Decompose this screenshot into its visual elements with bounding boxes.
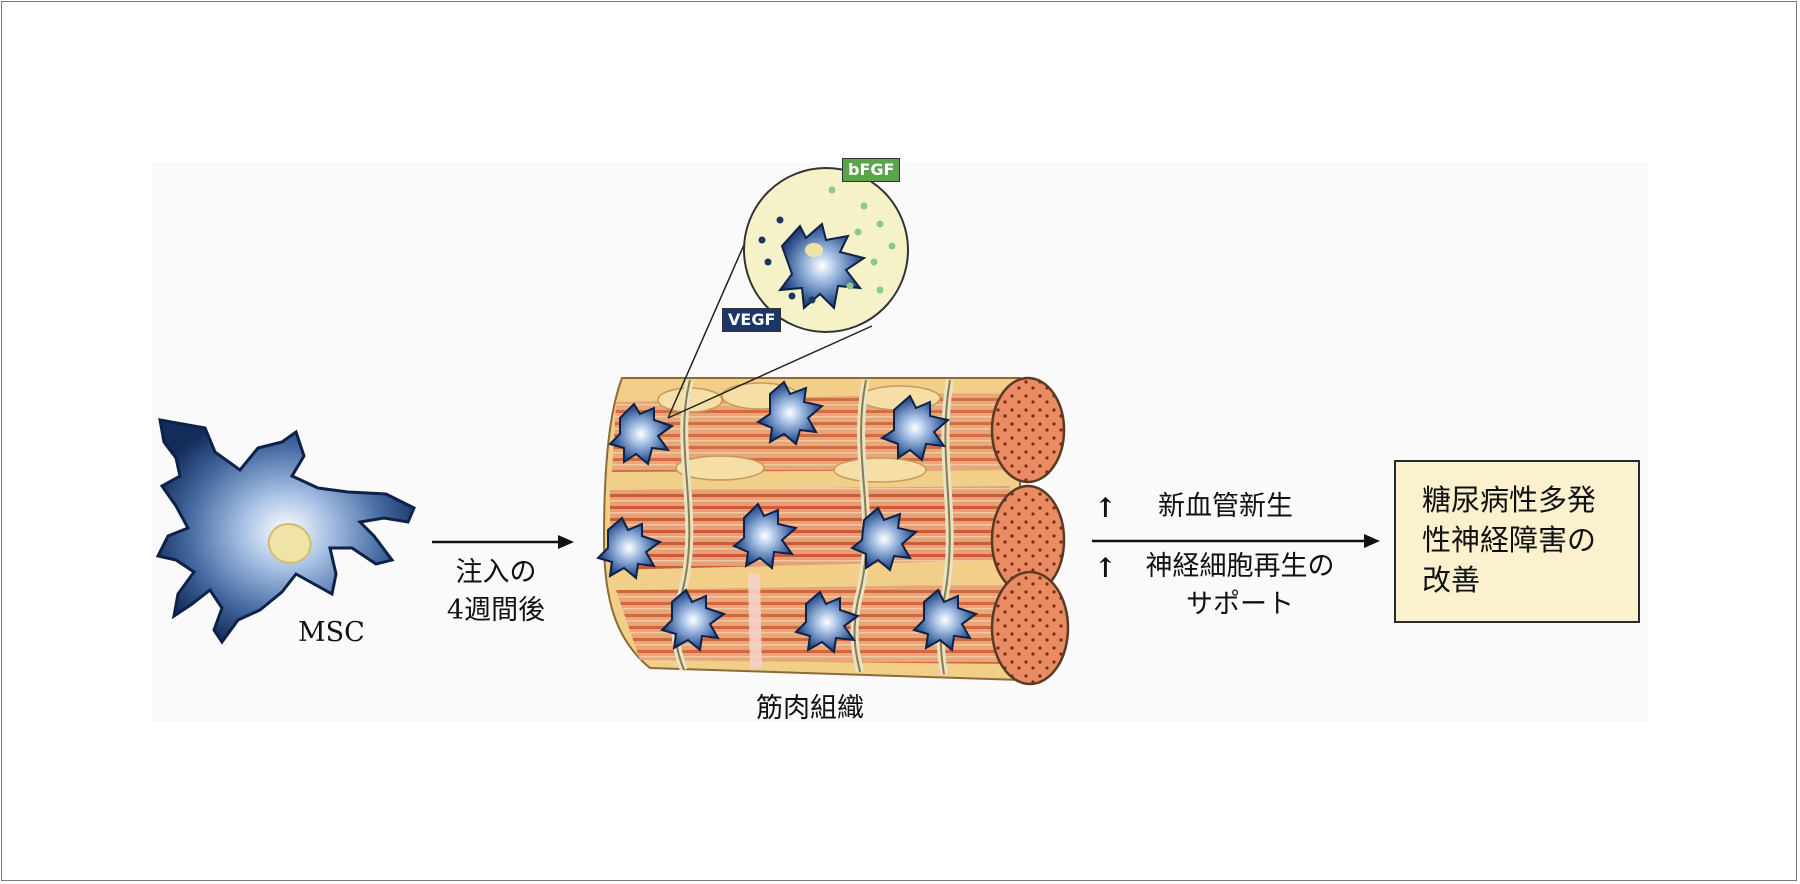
injection-label-line1: 注入の: [455, 557, 537, 588]
effect-nerve-support-line2: サポート: [1186, 589, 1294, 620]
result-line2: 性神経障害の: [1422, 523, 1597, 557]
msc-label: MSC: [298, 617, 365, 648]
effect-nerve-support: 神経細胞再生の サポート: [1124, 548, 1356, 624]
effect-up-arrow-1: ↑: [1094, 493, 1117, 524]
effect-nerve-support-line1: 神経細胞再生の: [1145, 551, 1335, 582]
embedded-msc-cells: [596, 380, 979, 654]
msc-cell-illustration: [155, 418, 416, 645]
effect-arrow: [1092, 534, 1380, 548]
effect-angiogenesis: 新血管新生: [1158, 491, 1293, 522]
result-box: 糖尿病性多発 性神経障害の 改善: [1394, 460, 1640, 623]
bfgf-tag: bFGF: [842, 158, 901, 182]
injection-label: 注入の 4週間後: [436, 554, 556, 630]
zoom-connector-lines: [667, 221, 873, 419]
vegf-tag: VEGF: [722, 308, 782, 332]
result-line3: 改善: [1422, 563, 1481, 597]
effect-up-arrow-2: ↑: [1094, 553, 1117, 584]
injection-label-line2: 4週間後: [446, 595, 546, 626]
result-line1: 糖尿病性多発: [1422, 483, 1597, 517]
muscle-tissue-label: 筋肉組織: [756, 693, 864, 724]
injection-arrow: [432, 535, 574, 549]
magnified-cell-view: [743, 167, 909, 333]
